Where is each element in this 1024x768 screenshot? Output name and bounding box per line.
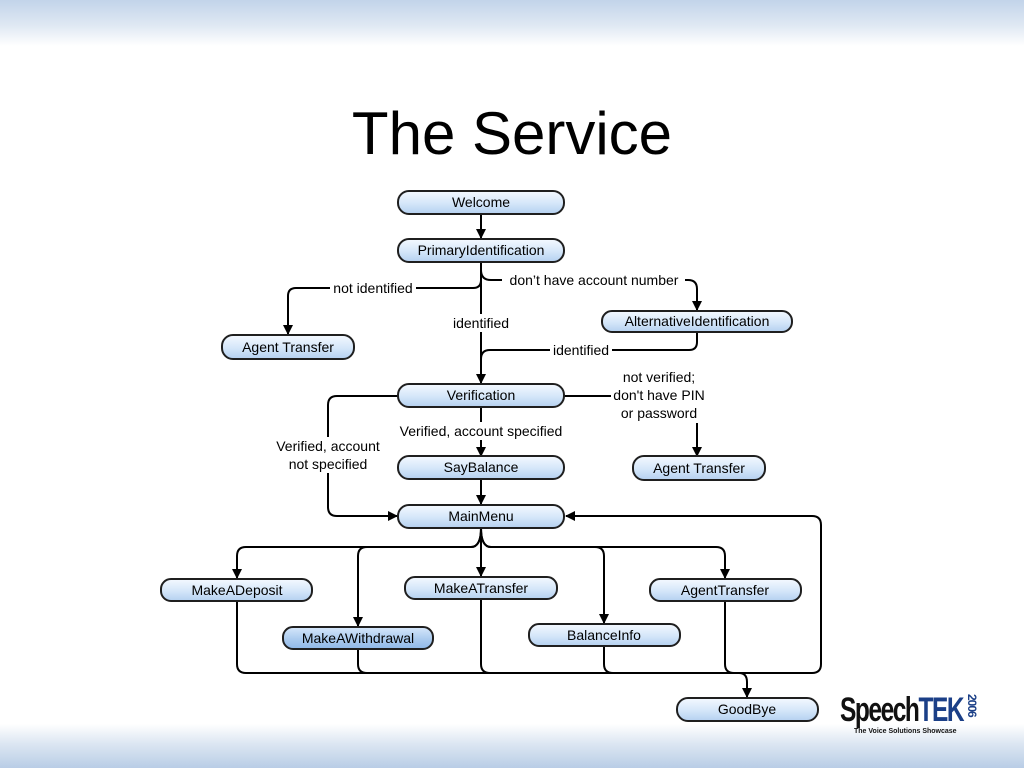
node-agent-transfer-right: Agent Transfer — [632, 455, 766, 481]
logo-wordmark: SpeechTEK — [840, 691, 965, 729]
edge-agenttransfer-to-goodbye — [724, 601, 752, 698]
logo-tagline: The Voice Solutions Showcase — [854, 728, 957, 735]
label-dont-have-account-number: don’t have account number — [510, 272, 679, 288]
node-label-primary-identification: PrimaryIdentification — [418, 242, 545, 258]
node-label-verification: Verification — [447, 387, 515, 403]
node-agent-transfer-menu: AgentTransfer — [649, 578, 802, 602]
node-primary-identification: PrimaryIdentification — [397, 238, 565, 263]
node-goodbye: GoodBye — [676, 697, 819, 722]
logo-year: 2006 — [965, 694, 979, 717]
node-label-welcome: Welcome — [452, 194, 510, 210]
label-verified-not-specified-line2: not specified — [289, 456, 368, 472]
node-say-balance: SayBalance — [397, 455, 565, 480]
edge-labels: not identified don’t have account number… — [268, 271, 705, 473]
slide-title: The Service — [351, 100, 673, 167]
node-label-say-balance: SayBalance — [444, 459, 519, 475]
node-verification: Verification — [397, 383, 565, 408]
node-label-alternative-identification: AlternativeIdentification — [625, 313, 770, 329]
edge-mainmenu-to-balanceinfo — [480, 527, 609, 624]
label-verified-not-specified-line1: Verified, account — [276, 438, 380, 454]
edge-mainmenu-to-agenttransfer — [480, 527, 730, 579]
logo-name-part1: Speech — [840, 691, 920, 729]
label-not-verified-line1: not verified; — [623, 369, 695, 385]
node-label-agent-transfer-left: Agent Transfer — [242, 339, 334, 355]
bottom-gradient-band — [0, 724, 1024, 768]
node-label-balance-info: BalanceInfo — [567, 627, 641, 643]
label-not-verified-line2: don't have PIN — [613, 387, 704, 403]
edge-primary-to-alternative — [480, 269, 702, 311]
label-identified-alternative: identified — [553, 342, 609, 358]
edge-balanceinfo-return — [603, 646, 614, 674]
node-make-a-transfer: MakeATransfer — [404, 576, 558, 600]
label-not-verified-line3: or password — [621, 405, 697, 421]
node-make-a-deposit: MakeADeposit — [160, 578, 313, 602]
label-verified-account-specified: Verified, account specified — [400, 423, 563, 439]
node-label-agent-transfer-right: Agent Transfer — [653, 460, 745, 476]
edge-mainmenu-to-withdrawal — [353, 527, 482, 627]
node-main-menu: MainMenu — [397, 504, 565, 529]
node-make-a-withdrawal: MakeAWithdrawal — [282, 626, 434, 650]
label-identified-primary: identified — [453, 315, 509, 331]
node-label-goodbye: GoodBye — [718, 701, 777, 717]
label-not-identified: not identified — [333, 280, 412, 296]
node-label-make-a-transfer: MakeATransfer — [434, 580, 528, 596]
node-label-main-menu: MainMenu — [448, 508, 513, 524]
node-alternative-identification: AlternativeIdentification — [601, 310, 793, 333]
node-label-make-a-withdrawal: MakeAWithdrawal — [302, 630, 414, 646]
edge-withdrawal-return — [357, 649, 368, 674]
edge-transfer-return — [480, 599, 491, 674]
node-label-make-a-deposit: MakeADeposit — [191, 582, 282, 598]
node-agent-transfer-left: Agent Transfer — [221, 334, 355, 360]
edge-options-return-bus — [236, 511, 822, 674]
node-label-agent-transfer-menu: AgentTransfer — [681, 582, 770, 598]
edge-alternative-to-verification — [480, 332, 698, 360]
top-gradient-band — [0, 0, 1024, 46]
node-welcome: Welcome — [397, 190, 565, 215]
node-balance-info: BalanceInfo — [528, 623, 681, 647]
speechtek-logo: SpeechTEK 2006 The Voice Solutions Showc… — [840, 690, 990, 740]
logo-name-part2: TEK — [918, 691, 964, 729]
